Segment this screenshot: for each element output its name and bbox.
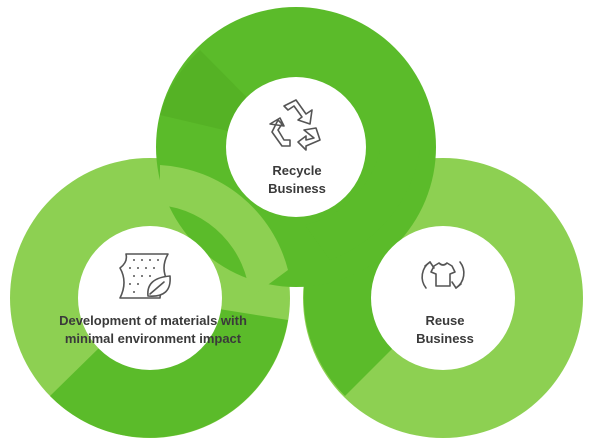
reuse-title-line-2: Business: [416, 331, 474, 346]
recycle-title-line-1: Recycle: [272, 163, 322, 178]
reuse-center: [371, 226, 515, 370]
development-title-line-1: Development of materials with: [59, 313, 247, 328]
recycle-center: [226, 77, 366, 217]
development-materials-label: Development of materials with minimal en…: [28, 312, 278, 348]
recycle-title-line-2: Business: [268, 181, 326, 196]
right-connector-band: [305, 150, 420, 260]
recycle-business-label: Recycle Business: [232, 162, 362, 198]
fabric-leaf-icon: [119, 253, 171, 299]
reuse-business-label: Reuse Business: [385, 312, 505, 348]
development-title-line-2: minimal environment impact: [64, 331, 242, 346]
reuse-title-line-1: Reuse: [425, 313, 465, 328]
recycle-arrows-icon: [269, 99, 321, 151]
left-connector-band: [160, 165, 288, 298]
tshirt-cycle-icon: [421, 261, 465, 289]
